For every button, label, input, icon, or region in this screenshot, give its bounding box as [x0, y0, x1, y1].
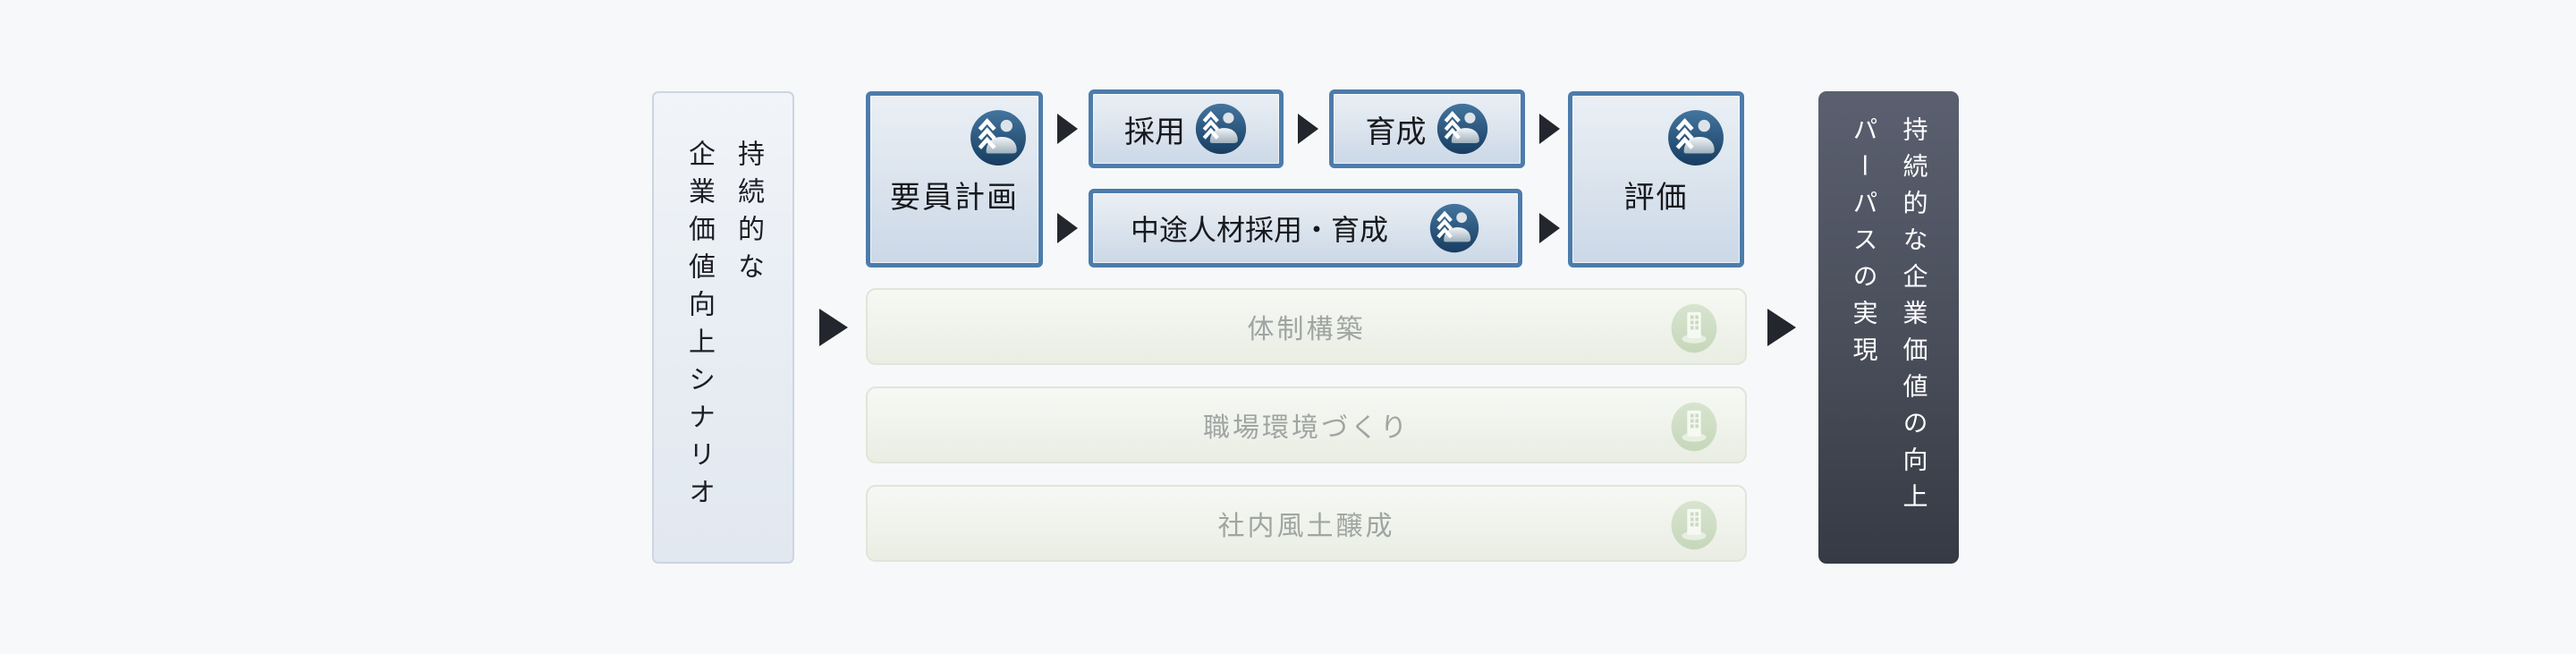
arrow-right-icon: [1298, 114, 1318, 144]
person-growth-icon: [969, 108, 1028, 167]
arrow-right-icon: [1057, 114, 1078, 144]
flow-box-development-label: 育成: [1365, 115, 1427, 149]
scenario-panel-line1: 持続的な: [733, 140, 763, 290]
inactive-row-label: 体制構築: [1247, 315, 1366, 344]
building-icon: [1668, 498, 1720, 552]
person-growth-icon: [1666, 108, 1725, 167]
flow-box-recruitment: 採用: [1089, 89, 1284, 168]
purpose-panel-line2: パーパスの実現: [1850, 116, 1878, 373]
flow-box-evaluation-label: 評価: [1623, 181, 1689, 215]
person-growth-icon: [1194, 102, 1248, 156]
flow-box-planning-label: 要員計画: [890, 181, 1019, 215]
arrow-right-icon: [1767, 309, 1796, 346]
inactive-row-culture: 社内風土醸成: [866, 485, 1747, 562]
person-growth-icon: [1428, 202, 1480, 254]
arrow-right-icon: [1539, 213, 1560, 243]
purpose-panel-line1: 持続的な企業価値の向上: [1900, 116, 1928, 520]
building-icon: [1668, 302, 1720, 355]
person-growth-icon: [1436, 102, 1489, 156]
building-icon: [1668, 400, 1720, 454]
inactive-row-label: 社内風土醸成: [1217, 512, 1395, 541]
flow-box-planning: 要員計画: [866, 91, 1043, 268]
arrow-right-icon: [1057, 213, 1078, 243]
flow-box-evaluation: 評価: [1568, 91, 1744, 268]
flow-box-development: 育成: [1329, 89, 1525, 168]
flow-box-mid-career-label: 中途人材採用・育成: [1130, 214, 1388, 246]
arrow-right-icon: [819, 309, 848, 346]
inactive-row-workplace: 職場環境づくり: [866, 386, 1747, 463]
flow-box-recruitment-label: 採用: [1124, 115, 1185, 149]
inactive-row-label: 職場環境づくり: [1203, 413, 1410, 443]
scenario-panel-line2: 企業価値向上シナリオ: [684, 140, 714, 515]
flow-box-mid-career: 中途人材採用・育成: [1089, 189, 1522, 268]
inactive-row-structure: 体制構築: [866, 288, 1747, 365]
purpose-panel: 持続的な企業価値の向上 パーパスの実現: [1818, 91, 1959, 564]
scenario-panel: 持続的な 企業価値向上シナリオ: [652, 91, 794, 564]
arrow-right-icon: [1539, 114, 1560, 144]
